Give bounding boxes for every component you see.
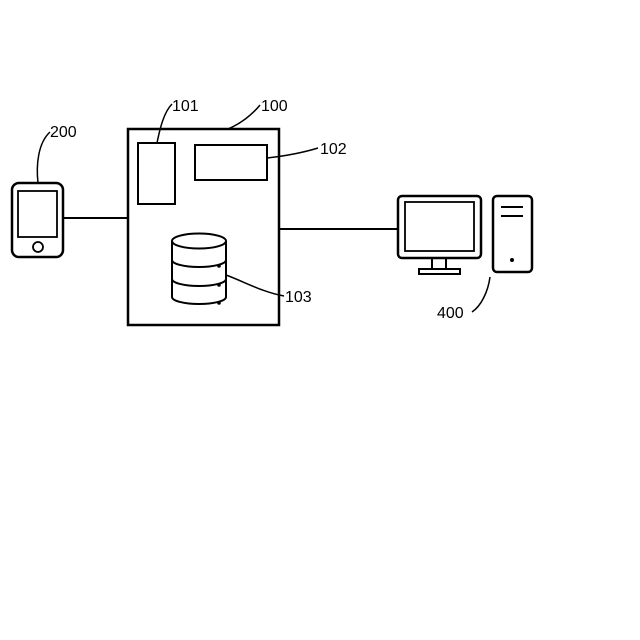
leader-100 [228, 105, 260, 129]
server-block [128, 129, 279, 325]
label-200: 200 [50, 124, 77, 141]
leader-101 [157, 104, 172, 143]
label-400: 400 [437, 305, 464, 322]
leader-200 [37, 132, 50, 183]
label-103: 103 [285, 289, 312, 306]
monitor-icon [398, 196, 481, 274]
leader-102 [267, 148, 318, 158]
leader-400 [472, 277, 490, 312]
leader-103 [226, 275, 284, 296]
memory-box [195, 145, 267, 180]
smartphone-icon [12, 183, 63, 257]
processor-box [138, 143, 175, 204]
pc-tower-icon [493, 196, 532, 272]
database-icon [172, 234, 226, 305]
label-101: 101 [172, 98, 199, 115]
label-100: 100 [261, 98, 288, 115]
label-102: 102 [320, 141, 347, 158]
